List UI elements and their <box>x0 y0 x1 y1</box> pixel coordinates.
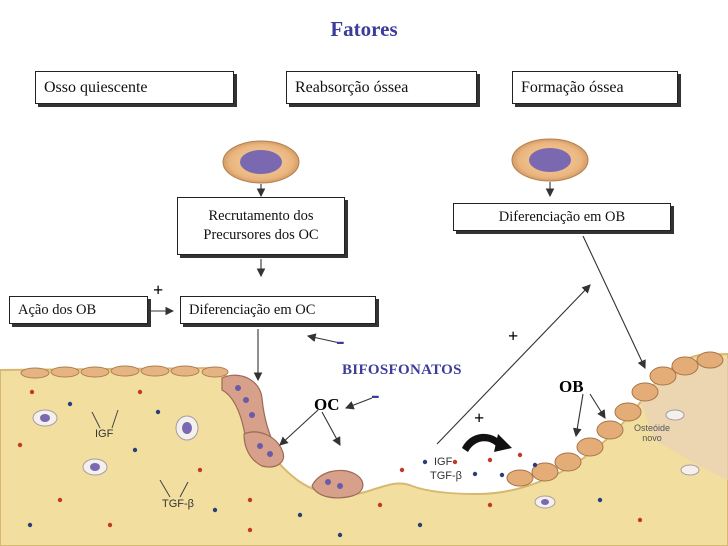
osteoid-line-2: novo <box>642 433 662 443</box>
plus-sign-formation: + <box>508 326 519 346</box>
bone-tissue <box>0 352 728 546</box>
osteoblast-cells <box>506 351 724 487</box>
ob-label: OB <box>559 377 584 396</box>
osteoclast-nuclei <box>235 385 343 489</box>
minus-sign-diff-oc: - <box>336 326 345 355</box>
flow-arrows <box>150 182 646 446</box>
osso-quiescente-box: Osso quiescente <box>35 71 234 104</box>
recrutamento-line-2: Precursores dos OC <box>203 227 319 243</box>
igf-center-label: IGF <box>434 456 453 468</box>
recrutamento-line-1: Recrutamento dos <box>208 208 314 224</box>
lining-cells <box>20 365 229 379</box>
diferenciacao-ob-box: Diferenciação em OB <box>453 203 671 231</box>
igf-left-label: IGF <box>95 428 114 440</box>
oc-label: OC <box>314 395 340 414</box>
tgf-left-label: TGF-β <box>162 498 194 510</box>
plus-sign-ob-action: + <box>153 280 164 300</box>
growth-factor-dots <box>17 389 643 538</box>
diferenciacao-oc-box: Diferenciação em OC <box>180 296 376 324</box>
osteocytes <box>32 409 700 509</box>
precursor-cell-oc <box>222 140 300 184</box>
stimulation-curved-arrows <box>462 433 512 452</box>
bifosfonatos-label: BIFOSFONATOS <box>342 362 462 378</box>
reabsorcao-ossea-box: Reabsorção óssea <box>286 71 477 104</box>
minus-sign-oc: - <box>371 380 380 409</box>
osteoid-line-1: Osteóide <box>634 423 671 433</box>
formacao-ossea-box: Formação óssea <box>512 71 678 104</box>
acao-dos-ob-box: Ação dos OB <box>9 296 148 324</box>
plus-sign-growth-factors: + <box>474 408 485 428</box>
osteocyte-nuclei <box>40 414 549 505</box>
factor-pointer-lines <box>91 409 189 498</box>
page-title: Fatores <box>330 17 398 41</box>
precursor-cell-ob <box>511 138 589 182</box>
osteoid-label: Osteóide novo <box>634 423 670 443</box>
recrutamento-box: Recrutamento dos Precursores dos OC <box>177 197 345 255</box>
tgf-center-label: TGF-β <box>430 470 462 482</box>
